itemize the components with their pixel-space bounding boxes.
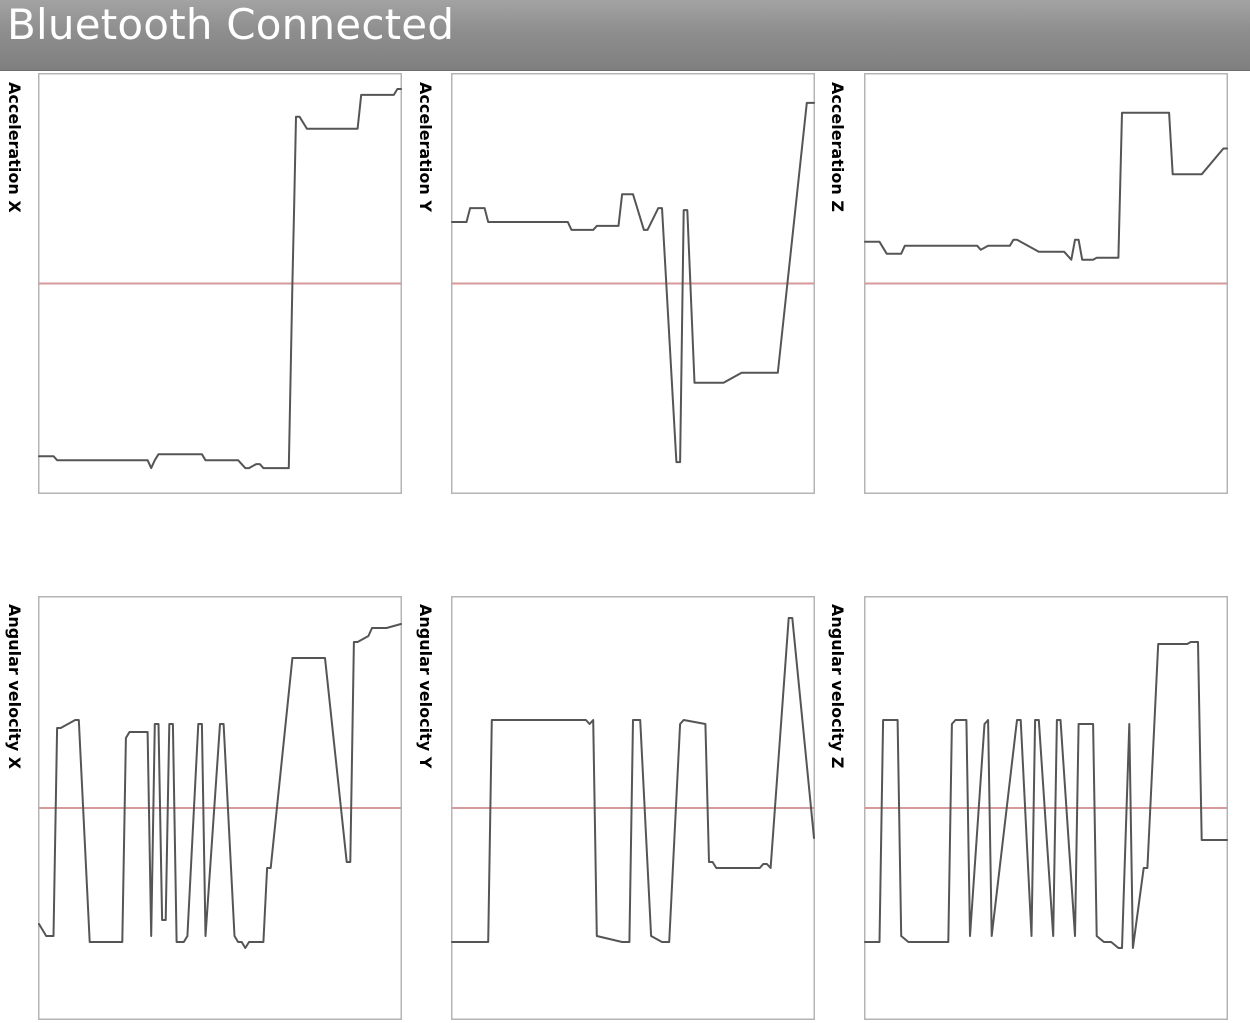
acceleration-z-label: Acceleration Z	[828, 82, 847, 212]
angular-velocity-z-chart	[864, 596, 1228, 1020]
angular-velocity-x-label: Angular velocity X	[5, 604, 24, 770]
angular-velocity-x-chart	[38, 596, 402, 1020]
acceleration-y-chart	[451, 73, 815, 494]
angular-velocity-z-label: Angular velocity Z	[828, 604, 847, 769]
acceleration-x-label: Acceleration X	[5, 82, 24, 213]
signal-trace-0	[38, 88, 402, 470]
angular-velocity-y-label: Angular velocity Y	[416, 604, 435, 769]
connection-status-title: Bluetooth Connected	[7, 0, 455, 49]
title-bar: Bluetooth Connected	[0, 0, 1250, 71]
angular-velocity-y-chart	[451, 596, 815, 1020]
signal-trace-0	[864, 111, 1228, 261]
signal-trace-0	[864, 641, 1228, 949]
signal-trace-0	[38, 623, 402, 949]
acceleration-x-chart	[38, 73, 402, 494]
signal-trace-0	[451, 101, 815, 464]
signal-trace-0	[451, 617, 815, 943]
acceleration-y-label: Acceleration Y	[416, 82, 435, 212]
acceleration-z-chart	[864, 73, 1228, 494]
